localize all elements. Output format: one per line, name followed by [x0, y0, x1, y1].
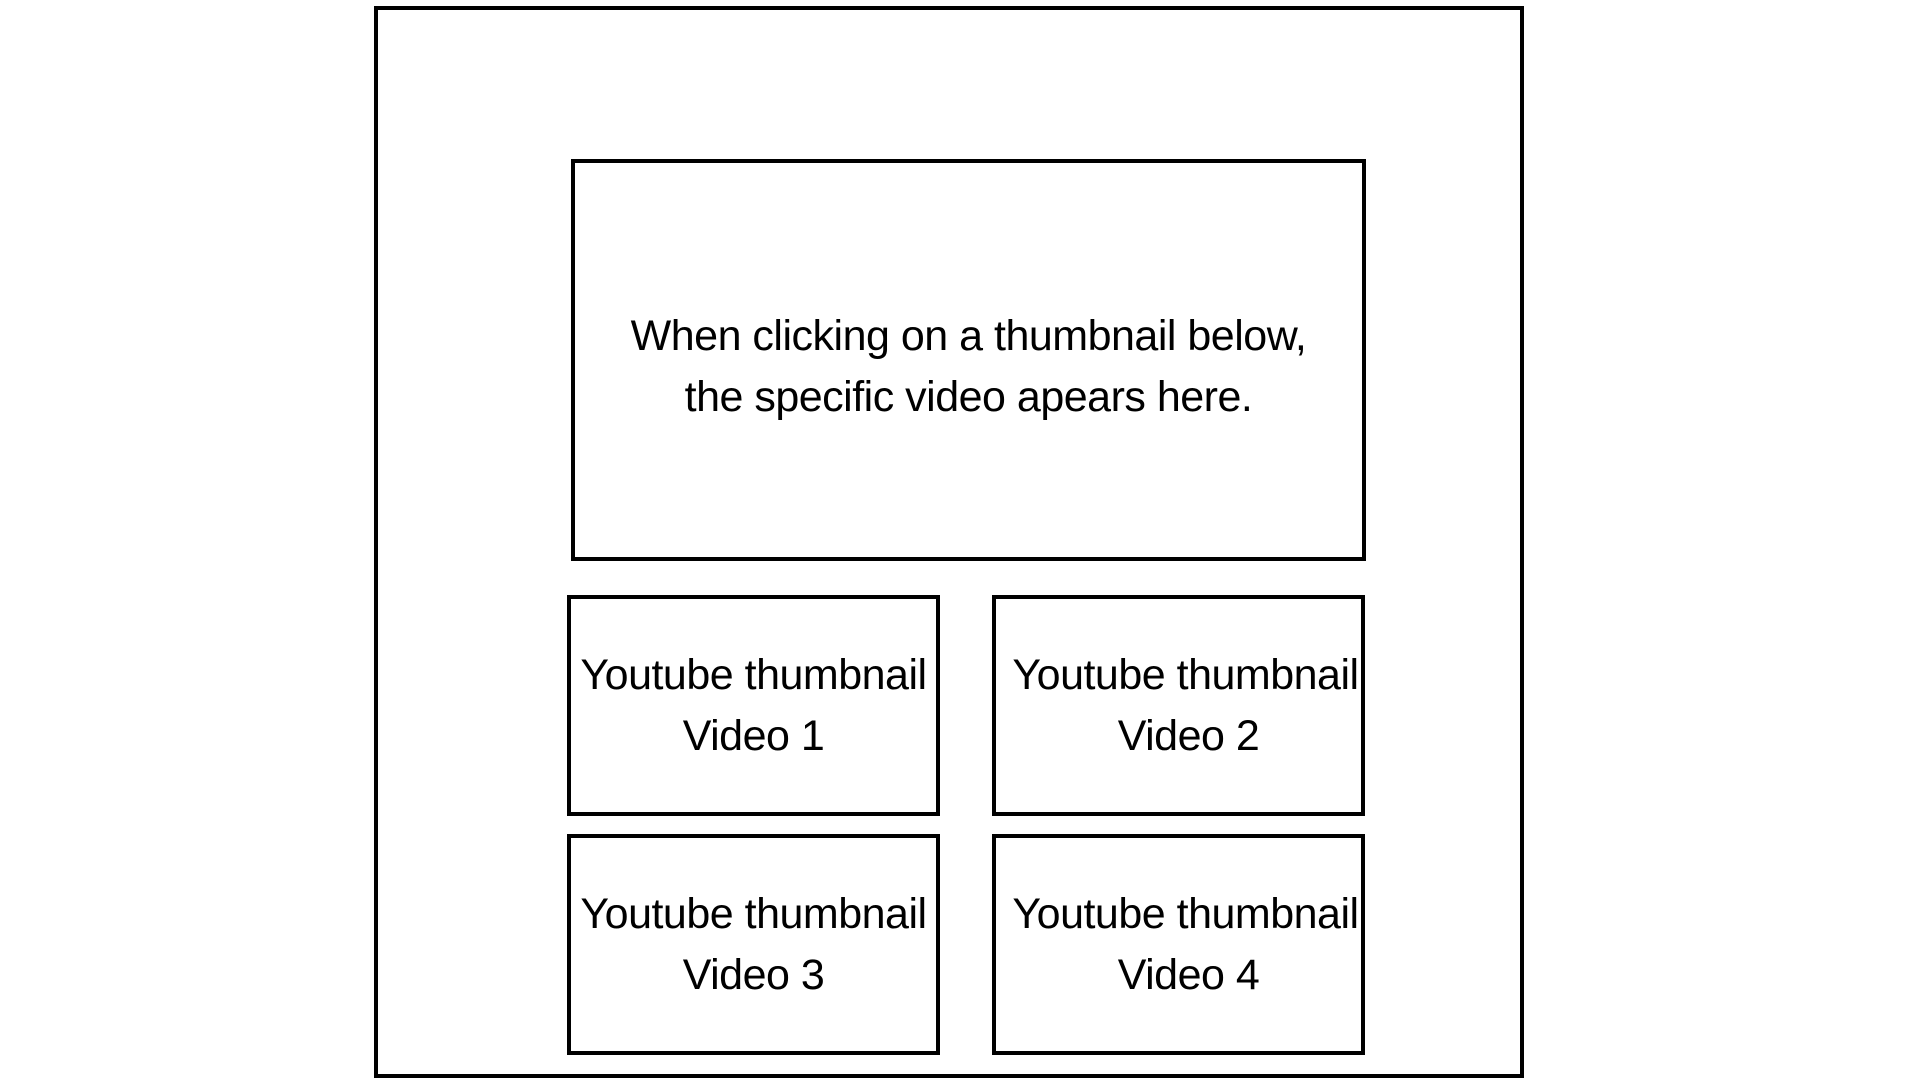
- thumbnail-title: Youtube thumbnail: [1012, 650, 1359, 699]
- thumbnail-video-label: Video 2: [1117, 711, 1260, 760]
- video-thumbnail-2[interactable]: Youtube thumbnail Video 2: [992, 595, 1365, 816]
- video-thumbnail-1[interactable]: Youtube thumbnail Video 1: [567, 595, 940, 816]
- thumbnail-title: Youtube thumbnail: [1012, 889, 1359, 938]
- thumbnail-video-label: Video 4: [1117, 950, 1260, 999]
- video-player-placeholder-text: When clicking on a thumbnail below, the …: [630, 312, 1307, 421]
- thumbnail-video-label: Video 1: [682, 711, 825, 760]
- video-player-area: When clicking on a thumbnail below, the …: [571, 159, 1366, 561]
- thumbnail-title: Youtube thumbnail: [580, 889, 927, 938]
- thumbnail-video-label: Video 3: [682, 950, 825, 999]
- thumbnail-title: Youtube thumbnail: [580, 650, 927, 699]
- video-thumbnail-4[interactable]: Youtube thumbnail Video 4: [992, 834, 1365, 1055]
- video-thumbnail-3[interactable]: Youtube thumbnail Video 3: [567, 834, 940, 1055]
